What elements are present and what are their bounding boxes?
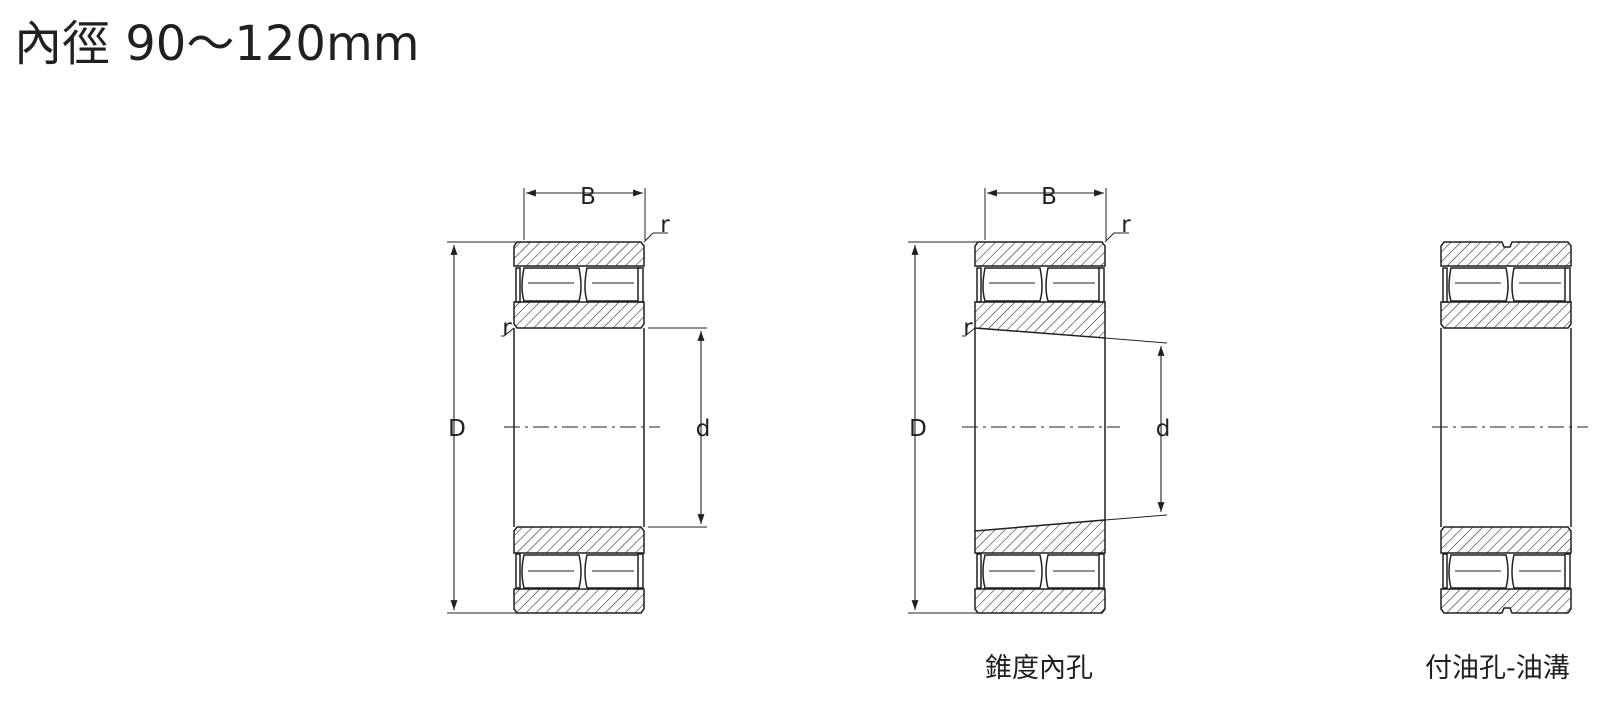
label-B: B [580,184,596,210]
page-title: 內徑 90～120mm [14,16,420,72]
cage [637,267,644,303]
cage [515,267,521,303]
outer-ring-top [1440,241,1572,267]
cage [976,267,982,303]
label-r: r [502,315,512,341]
inner-ring-bottom [513,526,645,554]
roller [584,267,643,302]
label-D: D [909,416,927,442]
cage [976,553,982,589]
roller [1045,267,1104,302]
roller-row-bottom [1442,553,1571,589]
leader-r [1104,232,1129,243]
cage [1098,267,1105,303]
label-r: r [660,212,670,238]
leader-r [501,327,515,337]
cage [1442,553,1448,589]
cage [1442,267,1448,303]
bearing-standard [447,188,707,614]
outer-ring-bottom [1440,588,1572,614]
cage [1564,267,1571,303]
inner-ring-top [1440,301,1572,329]
roller-row-top [976,267,1105,303]
label-B: B [1041,184,1057,210]
cage [515,553,521,589]
inner-ring-top [513,301,645,329]
roller [1511,267,1570,302]
roller-row-top [1442,267,1571,303]
inner-ring-bottom [1440,526,1572,554]
caption-oil-groove: 付油孔-油溝 [1425,653,1570,684]
roller-row-bottom [515,553,644,589]
leader-r [962,327,976,337]
bearing-tapered [908,188,1168,614]
outer-ring-bottom [974,588,1106,614]
bearing-oil-groove [1432,241,1588,614]
roller [1448,267,1509,302]
roller [521,267,582,302]
cage [1098,553,1105,589]
cage [1564,553,1571,589]
outer-ring-top [513,241,645,267]
outer-ring-top [974,241,1106,267]
label-r: r [1121,212,1131,238]
roller-row-top [515,267,644,303]
label-r: r [963,315,973,341]
outer-ring-bottom [513,588,645,614]
inner-ring-bottom [974,519,1106,554]
cage [637,553,644,589]
label-d: d [696,416,711,442]
roller-row-bottom [976,553,1105,589]
roller [982,267,1043,302]
label-D: D [448,416,466,442]
caption-tapered-bore: 錐度內孔 [985,653,1093,684]
inner-ring-top [974,301,1106,339]
label-d: d [1156,416,1171,442]
leader-r [643,232,668,243]
